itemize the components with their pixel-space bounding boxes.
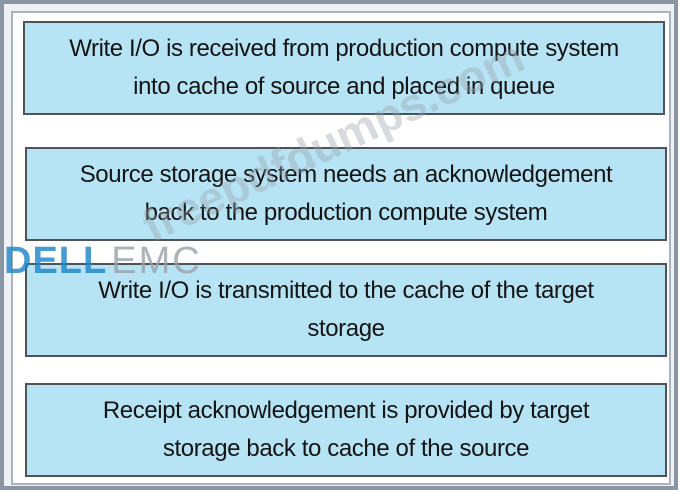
step-1-line-2: into cache of source and placed in queue (133, 73, 555, 100)
step-2-line-2: back to the production compute system (144, 199, 548, 226)
step-3-line-2: storage (307, 315, 385, 342)
step-box-4: Receipt acknowledgement is provided by t… (25, 383, 667, 477)
step-box-2: Source storage system needs an acknowled… (25, 147, 667, 241)
diagram-canvas: Write I/O is received from production co… (11, 11, 671, 485)
step-box-1: Write I/O is received from production co… (23, 21, 665, 115)
step-1-line-1: Write I/O is received from production co… (69, 35, 619, 62)
step-2-line-1: Source storage system needs an acknowled… (79, 161, 613, 188)
step-3-line-1: Write I/O is transmitted to the cache of… (98, 277, 594, 304)
step-4-line-1: Receipt acknowledgement is provided by t… (102, 397, 590, 424)
step-box-3: Write I/O is transmitted to the cache of… (25, 263, 667, 357)
step-4-line-2: storage back to cache of the source (162, 435, 530, 462)
